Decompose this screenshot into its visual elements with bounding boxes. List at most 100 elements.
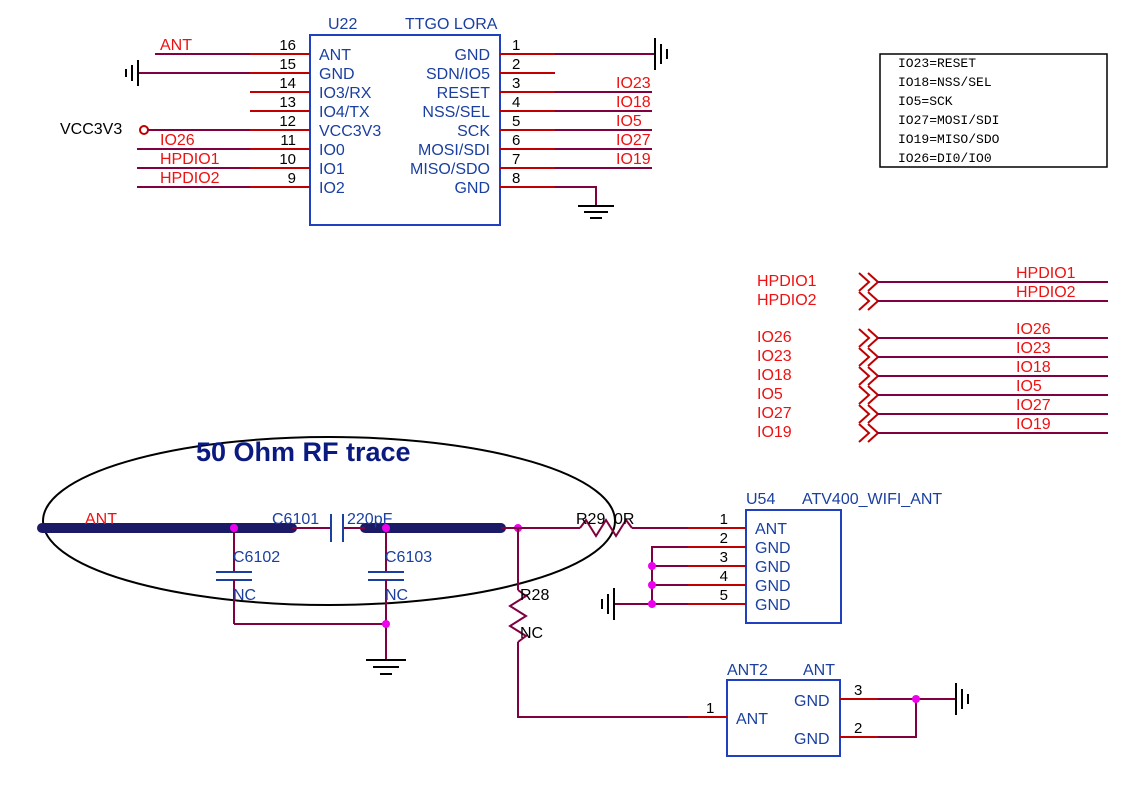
port-left-label: HPDIO2 bbox=[757, 292, 817, 309]
port-arrow-icon bbox=[858, 272, 1108, 292]
port-arrow-icon bbox=[858, 385, 1108, 405]
port-group-hpdio: HPDIO1 HPDIO2 HPDIO1 HPDIO2 bbox=[757, 265, 1108, 311]
ant2-gnd-wiring bbox=[878, 683, 969, 738]
port-right-label: HPDIO1 bbox=[1016, 265, 1076, 282]
u22-pin-num: 8 bbox=[512, 170, 520, 187]
u54-pin-name: GND bbox=[755, 540, 791, 557]
port-group-io: IO26 IO23 IO18 IO5 IO27 IO19 IO26 IO23 I… bbox=[757, 321, 1108, 443]
u22-pin-num: 1 bbox=[512, 37, 520, 54]
u22-pin-num: 4 bbox=[512, 94, 520, 111]
net-label-io18: IO18 bbox=[616, 94, 651, 111]
u22-pin-name: RESET bbox=[437, 85, 491, 102]
r29-ref: R29 bbox=[576, 511, 605, 528]
junction-dot bbox=[912, 695, 920, 703]
port-right-label: IO5 bbox=[1016, 378, 1042, 395]
u22-ref: U22 bbox=[328, 16, 357, 33]
u54-pin-num: 2 bbox=[720, 530, 728, 547]
pin-map-line: IO18=NSS/SEL bbox=[898, 75, 992, 90]
u22-pin-name: MISO/SDO bbox=[410, 161, 490, 178]
u54-value: ATV400_WIFI_ANT bbox=[802, 491, 942, 508]
ground-symbol bbox=[125, 60, 250, 86]
port-arrow-icon bbox=[858, 291, 1108, 311]
u22-pin-num: 13 bbox=[279, 94, 296, 111]
port-arrow-icon bbox=[858, 347, 1108, 367]
net-label-io19: IO19 bbox=[616, 151, 651, 168]
u22-pin-name: IO3/RX bbox=[319, 85, 372, 102]
port-left-label: IO19 bbox=[757, 424, 792, 441]
u22-pin-num: 3 bbox=[512, 75, 520, 92]
port-left-label: IO23 bbox=[757, 348, 792, 365]
port-arrow-icon bbox=[858, 423, 1108, 443]
pin-map-line: IO27=MOSI/SDI bbox=[898, 113, 999, 128]
u22-pin-num: 14 bbox=[279, 75, 296, 92]
capacitor-c6102[interactable] bbox=[216, 528, 252, 624]
u22-pin-num: 11 bbox=[280, 132, 296, 149]
u54-pin-num: 4 bbox=[720, 568, 728, 585]
port-left-label: IO26 bbox=[757, 329, 792, 346]
net-label-io23: IO23 bbox=[616, 75, 651, 92]
u22-module[interactable]: U22 TTGO LORA 16 15 14 13 12 11 10 9 ANT… bbox=[250, 16, 555, 226]
c6103-value: NC bbox=[385, 587, 408, 604]
u22-pin-num: 6 bbox=[512, 132, 520, 149]
ground-symbol bbox=[366, 624, 406, 675]
u54-pin-name: ANT bbox=[755, 521, 787, 538]
resistor-r29[interactable] bbox=[579, 518, 688, 538]
c6102-value: NC bbox=[233, 587, 256, 604]
u22-value: TTGO LORA bbox=[405, 16, 498, 33]
u22-pin-name: SDN/IO5 bbox=[426, 66, 490, 83]
port-right-label: IO23 bbox=[1016, 340, 1051, 357]
port-right-label: IO19 bbox=[1016, 416, 1051, 433]
ant2-pin-name: GND bbox=[794, 731, 830, 748]
net-label-io26: IO26 bbox=[160, 132, 195, 149]
port-left-label: IO5 bbox=[757, 386, 783, 403]
junction-dot bbox=[648, 581, 656, 589]
port-right-label: IO18 bbox=[1016, 359, 1051, 376]
ant2-connector[interactable]: ANT2 ANT 1 ANT 3 GND 2 GND bbox=[688, 662, 878, 757]
c6101-ref: C6101 bbox=[272, 511, 319, 528]
u22-pin-name: IO1 bbox=[319, 161, 345, 178]
u22-pin-name: IO4/TX bbox=[319, 104, 370, 121]
u54-ref: U54 bbox=[746, 491, 775, 508]
u22-left-wiring: ANT VCC3V3 IO26 HPDIO1 HPDIO2 bbox=[60, 37, 250, 188]
ground-symbol bbox=[601, 588, 652, 620]
rf-ant-label: ANT bbox=[85, 511, 117, 528]
resistor-r28[interactable] bbox=[508, 528, 688, 718]
port-arrow-icon bbox=[858, 404, 1108, 424]
rf-trace-outline bbox=[42, 436, 616, 606]
ground-symbol bbox=[555, 186, 614, 219]
rf-heading: 50 Ohm RF trace bbox=[196, 437, 411, 467]
ant2-pin-name: GND bbox=[794, 693, 830, 710]
c6103-ref: C6103 bbox=[385, 549, 432, 566]
u22-right-wiring: IO23 IO18 IO5 IO27 IO19 bbox=[555, 38, 668, 219]
u54-pin-name: GND bbox=[755, 597, 791, 614]
u22-pin-name: GND bbox=[319, 66, 355, 83]
u54-module[interactable]: U54 ATV400_WIFI_ANT 1 2 3 4 5 ANT GND GN… bbox=[688, 491, 942, 624]
u22-pin-num: 10 bbox=[279, 151, 296, 168]
pin-map-line: IO5=SCK bbox=[898, 94, 953, 109]
ant2-body bbox=[726, 679, 841, 757]
u54-pin-num: 1 bbox=[720, 511, 728, 528]
u22-pin-num: 7 bbox=[512, 151, 520, 168]
junction-dot bbox=[382, 524, 390, 532]
r28-ref: R28 bbox=[520, 587, 549, 604]
c6102-ref: C6102 bbox=[233, 549, 280, 566]
u22-pin-name: GND bbox=[454, 180, 490, 197]
capacitor-c6101[interactable] bbox=[292, 514, 365, 542]
u54-pin-name: GND bbox=[755, 559, 791, 576]
capacitor-c6103[interactable] bbox=[368, 528, 404, 624]
port-left-label: HPDIO1 bbox=[757, 273, 817, 290]
ant2-pin-num: 1 bbox=[706, 700, 714, 717]
net-label-hpdio2: HPDIO2 bbox=[160, 170, 220, 187]
ground-symbol bbox=[916, 683, 969, 715]
net-label-io5: IO5 bbox=[616, 113, 642, 130]
u22-pin-name: SCK bbox=[457, 123, 490, 140]
r28-value: NC bbox=[520, 625, 543, 642]
pin-map-line: IO26=DI0/IO0 bbox=[898, 151, 992, 166]
u22-pin-name: IO2 bbox=[319, 180, 345, 197]
port-right-label: HPDIO2 bbox=[1016, 284, 1076, 301]
u54-pin-num: 3 bbox=[720, 549, 728, 566]
pin-map-note: IO23=RESET IO18=NSS/SEL IO5=SCK IO27=MOS… bbox=[879, 53, 1108, 168]
port-right-label: IO27 bbox=[1016, 397, 1051, 414]
power-port-circle bbox=[139, 125, 149, 135]
